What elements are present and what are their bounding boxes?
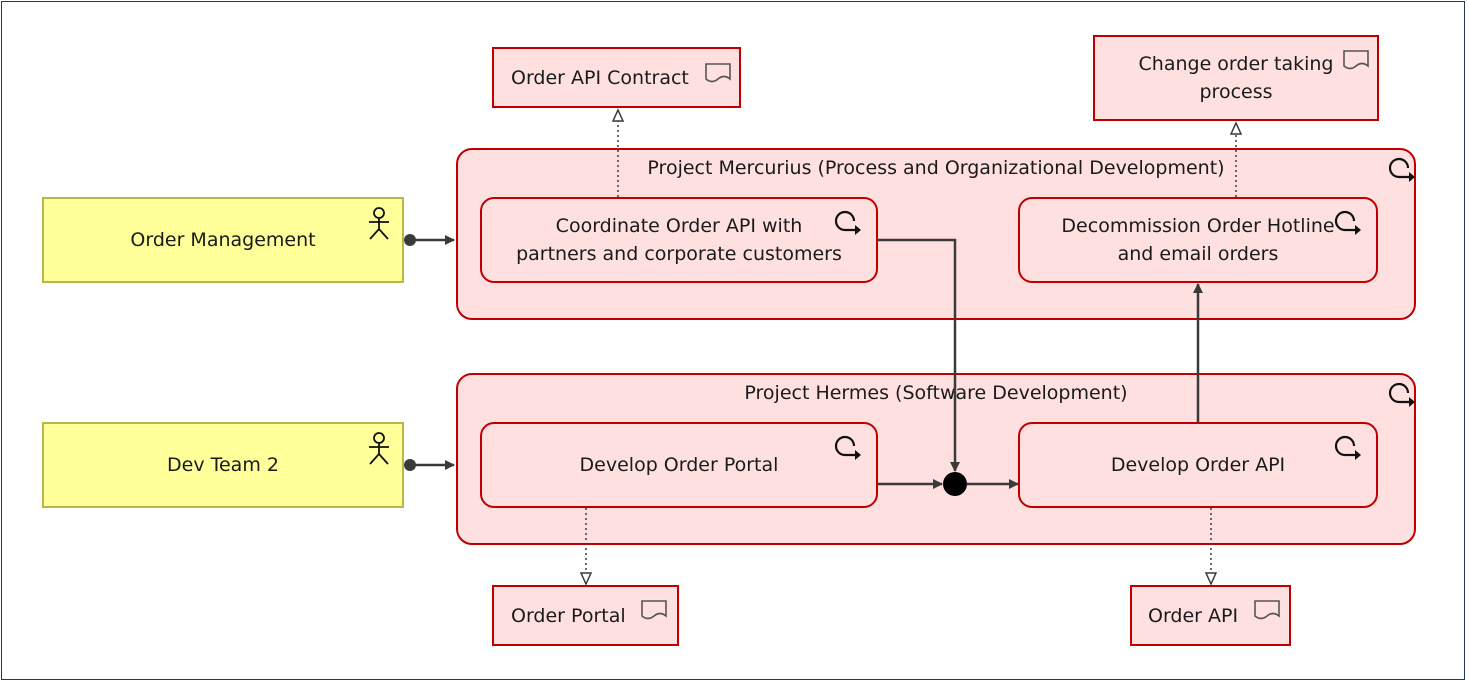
document-icon [1254,600,1280,620]
wp-develop-order-portal[interactable]: Develop Order Portal [480,422,878,508]
project-mercurius-title: Project Mercurius (Process and Organizat… [647,157,1225,179]
wp-coordinate-line1: Coordinate Order API with [555,215,803,237]
work-package-icon [834,210,861,235]
project-hermes-title: Project Hermes (Software Development) [744,382,1128,404]
work-package-icon [1388,382,1415,407]
actor-order-management[interactable]: Order Management [42,197,404,283]
wp-decommission-line2: and email orders [1117,243,1279,265]
actor-dev-team-2-label: Dev Team 2 [167,454,279,476]
actor-dev-team-2[interactable]: Dev Team 2 [42,422,404,508]
and-junction[interactable] [943,472,967,496]
deliverable-order-portal-label: Order Portal [511,604,626,627]
wp-coordinate-line2: partners and corporate customers [516,243,842,265]
deliverable-change-order-process[interactable]: Change order taking process [1093,35,1379,121]
work-package-icon [834,435,861,460]
work-package-icon [1388,157,1415,182]
document-icon [1343,50,1369,70]
work-package-icon [1334,210,1361,235]
wp-decommission-hotline[interactable]: Decommission Order Hotline and email ord… [1018,197,1378,283]
trigger-coordinate-to-junction[interactable] [878,238,960,472]
deliverable-order-api-label: Order API [1148,604,1239,627]
wp-develop-portal-label: Develop Order Portal [579,454,779,476]
stick-figure-icon [369,432,389,465]
wp-develop-order-api[interactable]: Develop Order API [1018,422,1378,508]
document-icon [705,63,731,83]
assignment-dev-team-2[interactable] [404,459,455,471]
deliverable-order-api-contract[interactable]: Order API Contract [492,47,741,108]
work-package-icon [1334,435,1361,460]
deliverable-order-api[interactable]: Order API [1130,585,1291,646]
stick-figure-icon [369,207,389,240]
wp-decommission-line1: Decommission Order Hotline [1061,215,1335,237]
deliverable-change-process-line2: process [1199,81,1273,103]
deliverable-order-portal[interactable]: Order Portal [492,585,679,646]
deliverable-change-process-line1: Change order taking [1138,53,1334,75]
actor-order-management-label: Order Management [130,229,316,251]
wp-develop-api-label: Develop Order API [1110,454,1286,476]
assignment-order-management[interactable] [404,234,455,246]
wp-coordinate-order-api[interactable]: Coordinate Order API with partners and c… [480,197,878,283]
document-icon [641,600,667,620]
deliverable-api-contract-label: Order API Contract [511,66,689,89]
